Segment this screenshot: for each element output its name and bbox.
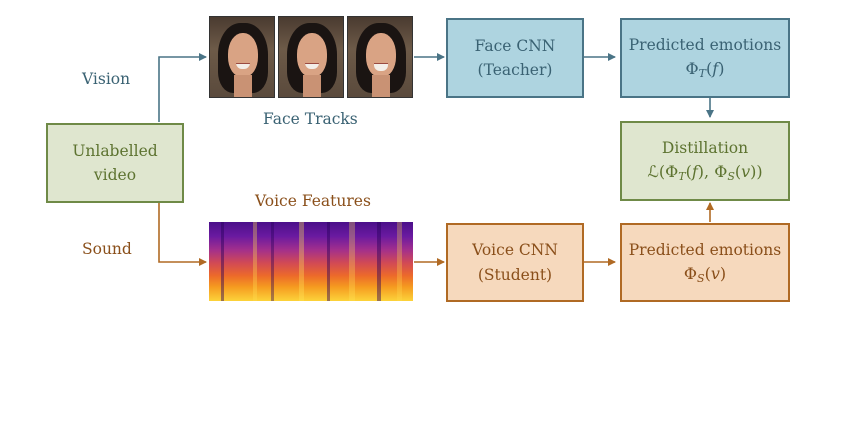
vision-label: Vision (82, 70, 131, 88)
face-frame-2 (278, 16, 344, 98)
pred-teacher-title: Predicted emotions (628, 36, 782, 55)
vision-path (158, 53, 714, 122)
sound-path (158, 202, 714, 266)
pred-student-formula: ΦS(v) (683, 263, 727, 285)
pred-teacher-formula: ΦT(f) (685, 59, 725, 81)
unlabelled-video-node: Unlabelled video (46, 123, 184, 203)
voice-cnn-line2: (Student) (477, 265, 553, 284)
pred-student-title: Predicted emotions (628, 240, 782, 259)
predicted-emotions-student-node: Predicted emotions ΦS(v) (620, 223, 790, 302)
distillation-title: Distillation (661, 139, 749, 158)
face-cnn-line2: (Teacher) (477, 61, 553, 79)
voice-spectrogram-image (209, 222, 413, 301)
unlabelled-video-line1: Unlabelled (72, 141, 158, 160)
unlabelled-video-line2: video (93, 166, 137, 184)
face-frame-3 (347, 16, 413, 98)
voice-cnn-student-node: Voice CNN (Student) (446, 223, 584, 302)
sound-label: Sound (82, 240, 132, 258)
distillation-node: Distillation ℒ(ΦT(f), ΦS(v)) (620, 121, 790, 201)
predicted-emotions-teacher-node: Predicted emotions ΦT(f) (620, 18, 790, 98)
face-cnn-teacher-node: Face CNN (Teacher) (446, 18, 584, 98)
voice-cnn-line1: Voice CNN (472, 241, 558, 260)
distillation-formula: ℒ(ΦT(f), ΦS(v)) (647, 162, 763, 184)
voice-features-label: Voice Features (255, 192, 371, 210)
face-cnn-line1: Face CNN (474, 36, 556, 55)
face-tracks-label: Face Tracks (263, 110, 358, 128)
face-frame-1 (209, 16, 275, 98)
